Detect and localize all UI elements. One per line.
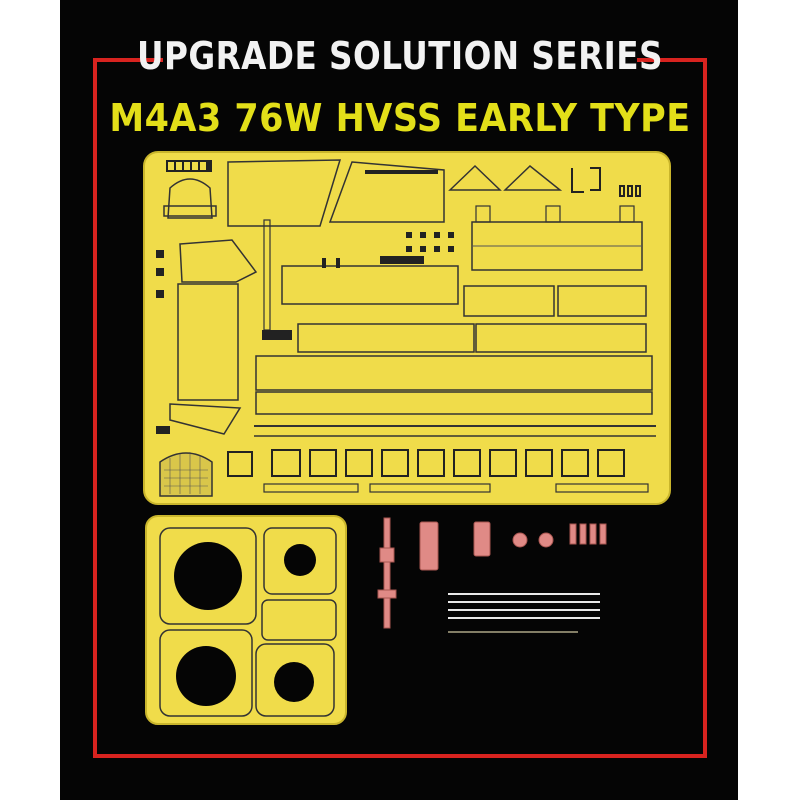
wire-rods <box>448 593 600 633</box>
photo-etch-fret-main <box>143 151 671 505</box>
model-title: M4A3 76W HVSS EARLY TYPE <box>109 96 691 140</box>
resin-parts <box>377 517 607 629</box>
photo-etch-fret-small <box>145 515 347 725</box>
series-title: UPGRADE SOLUTION SERIES <box>136 34 663 78</box>
